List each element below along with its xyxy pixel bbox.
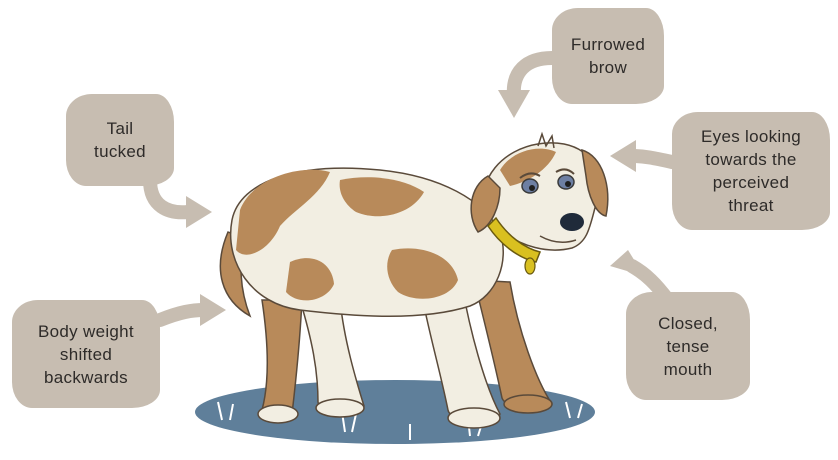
arrow-eyes [610, 140, 672, 172]
dog-collar-tag [525, 258, 535, 274]
arrow-weight [160, 294, 226, 326]
callout-line: Closed, [658, 312, 718, 335]
callout-line: Tail [107, 117, 134, 140]
callout-line: Furrowed [571, 33, 645, 56]
dog-paw-2 [316, 399, 364, 417]
dog-paw-4 [504, 395, 552, 413]
callout-body-weight: Body weight shifted backwards [12, 300, 160, 408]
arrow-tail [150, 180, 212, 228]
callout-line: towards the [705, 148, 796, 171]
callout-tail-tucked: Tail tucked [66, 94, 174, 186]
callout-line: shifted [60, 343, 112, 366]
arrow-brow [498, 58, 552, 118]
dog-paw-3 [448, 408, 500, 428]
callout-eyes-threat: Eyes looking towards the perceived threa… [672, 112, 830, 230]
callout-line: backwards [44, 366, 128, 389]
callout-line: brow [589, 56, 627, 79]
callout-line: threat [728, 194, 773, 217]
dog-paw-1 [258, 405, 298, 423]
callout-line: Eyes looking [701, 125, 801, 148]
callout-line: mouth [664, 358, 713, 381]
dog-nose [560, 213, 584, 231]
callout-line: Body weight [38, 320, 134, 343]
callout-closed-mouth: Closed, tense mouth [626, 292, 750, 400]
callout-line: tucked [94, 140, 146, 163]
callout-line: perceived [713, 171, 789, 194]
callout-furrowed-brow: Furrowed brow [552, 8, 664, 104]
callout-line: tense [666, 335, 709, 358]
